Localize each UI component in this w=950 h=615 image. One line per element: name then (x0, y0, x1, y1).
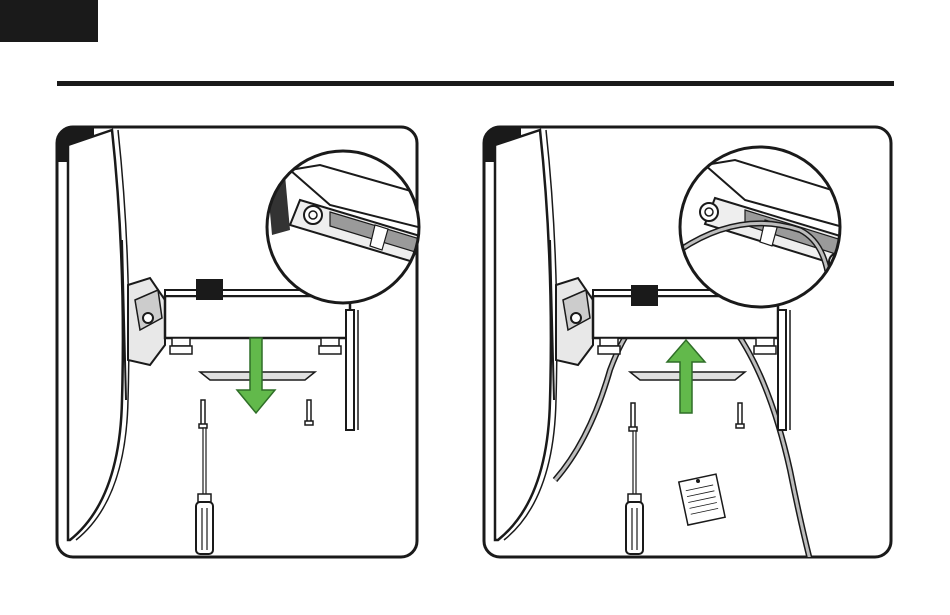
wall-plate (778, 310, 786, 430)
tilt-bracket (556, 278, 593, 365)
label-tag (631, 285, 658, 306)
note-card-icon (679, 474, 725, 525)
